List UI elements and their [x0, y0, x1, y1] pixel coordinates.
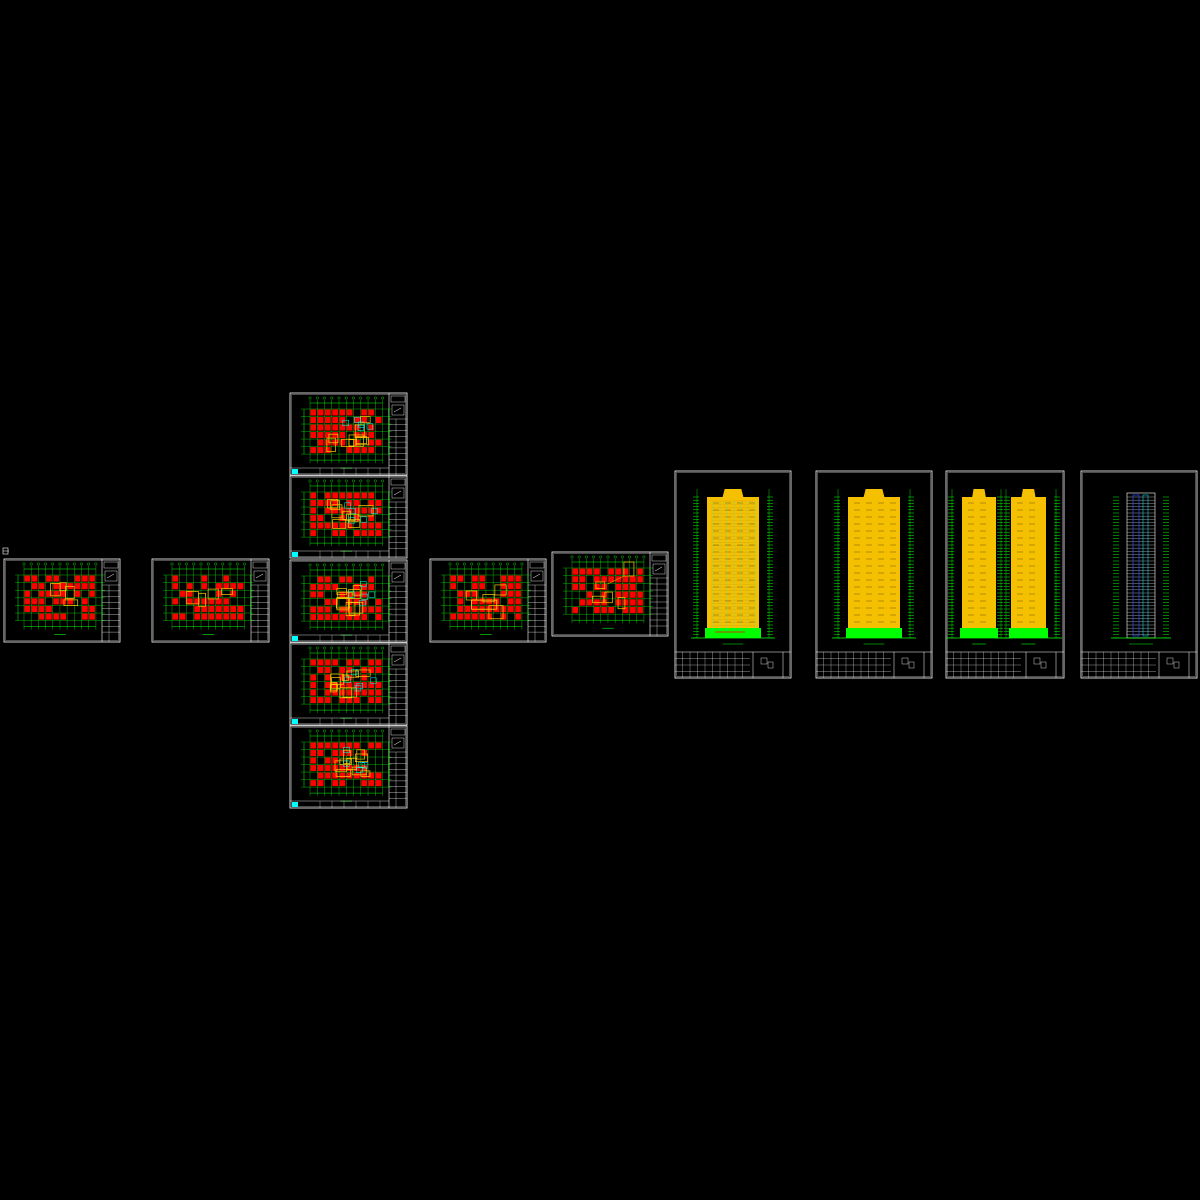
title-block [946, 651, 1064, 678]
sheet-frame [815, 470, 933, 679]
cyan-tag [292, 802, 298, 807]
sheet-frame [289, 392, 408, 476]
building-elevation [832, 489, 916, 645]
title-block [389, 395, 407, 475]
title-block [1081, 651, 1197, 678]
drawing-sheet-elevation-rear[interactable] [815, 470, 933, 679]
floor-plan [301, 729, 392, 802]
cyan-tag [292, 552, 298, 557]
sheet-frame [1080, 470, 1198, 679]
drawing-sheet-plan-1[interactable] [3, 558, 121, 643]
drawing-sheet-elevation-front[interactable] [674, 470, 792, 679]
title-block [389, 728, 407, 808]
title-block [816, 651, 932, 678]
insert-point-marker [2, 547, 9, 555]
floor-plan [301, 479, 392, 552]
title-block [389, 478, 407, 558]
sheet-frame [289, 725, 408, 809]
floor-plan [15, 562, 105, 635]
sheet-frame [3, 558, 121, 643]
title-block [251, 561, 269, 642]
cyan-tag [292, 469, 298, 474]
drawing-sheet-elevation-sides[interactable] [945, 470, 1065, 679]
sheet-frame [551, 551, 669, 637]
sheet-frame [289, 475, 408, 559]
cyan-tag [292, 636, 298, 641]
sheet-frame [289, 642, 408, 726]
drawing-sheet-plan-3d[interactable] [289, 642, 408, 726]
sheet-frame [945, 470, 1065, 679]
title-block [528, 561, 546, 642]
elevation-overlay [711, 500, 756, 633]
drawing-sheet-plan-5[interactable] [551, 551, 669, 637]
floor-plan [301, 563, 392, 636]
title-block [389, 645, 407, 725]
sheet-frame [151, 558, 270, 643]
sheet-frame [289, 559, 408, 643]
floor-plan [163, 562, 254, 635]
title-block [389, 562, 407, 642]
floor-plan [301, 396, 392, 469]
title-block [675, 651, 791, 678]
sheet-frame [429, 558, 547, 643]
floor-plan [563, 555, 653, 629]
sheet-frame [674, 470, 792, 679]
key-plan-callout [607, 561, 635, 585]
building-elevation [946, 489, 1012, 645]
drawing-sheet-plan-2[interactable] [151, 558, 270, 643]
drawing-sheet-section[interactable] [1080, 470, 1198, 679]
building-section [1111, 492, 1171, 645]
title-block [650, 554, 668, 636]
drawing-sheet-plan-3a[interactable] [289, 392, 408, 476]
drawing-sheet-plan-3e[interactable] [289, 725, 408, 809]
building-elevation [995, 489, 1062, 645]
building-elevation [691, 489, 775, 645]
drawing-sheet-plan-3c[interactable] [289, 559, 408, 643]
floor-plan [301, 646, 392, 719]
cyan-tag [292, 719, 298, 724]
drawing-sheet-plan-4[interactable] [429, 558, 547, 643]
title-block [102, 561, 120, 642]
floor-plan [441, 562, 531, 635]
drawing-sheet-plan-3b[interactable] [289, 475, 408, 559]
